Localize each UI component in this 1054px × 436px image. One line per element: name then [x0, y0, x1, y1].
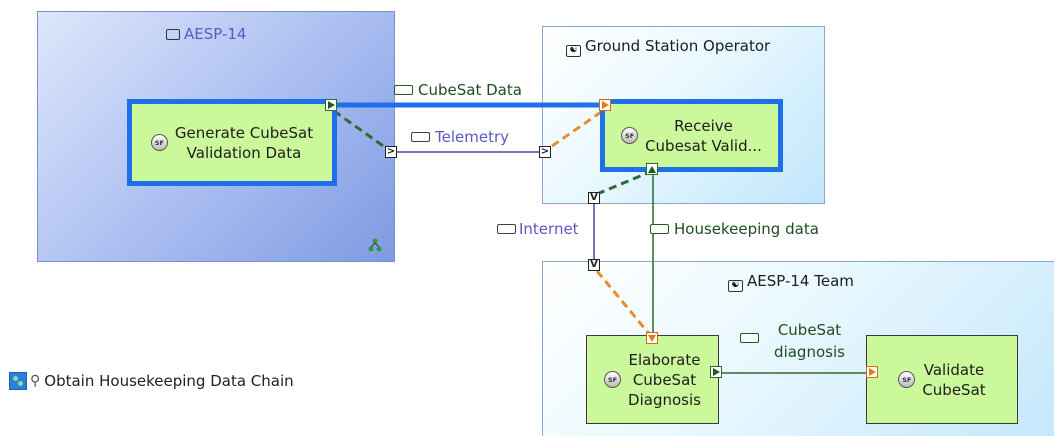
exchange-icon: [497, 224, 516, 234]
function-label: Receive Cubesat Valid...: [645, 116, 762, 155]
port-elaborate-in[interactable]: [646, 332, 658, 344]
port-receive-in[interactable]: [599, 99, 611, 111]
exchange-label-cubesat-data[interactable]: CubeSat Data: [394, 81, 522, 99]
function-label: Generate CubeSat Validation Data: [174, 123, 314, 162]
exchange-label-housekeeping[interactable]: Housekeeping data: [650, 220, 819, 238]
component-icon: [166, 29, 180, 40]
exchange-icon: [740, 333, 759, 343]
exchange-icon: [411, 132, 430, 142]
function-generate-cubesat-validation-data[interactable]: SF Generate CubeSat Validation Data: [127, 99, 337, 186]
aesp-14-title: AESP-14: [166, 25, 246, 43]
actor-icon: ☯: [566, 45, 581, 57]
function-label: Elaborate CubeSat Diagnosis: [628, 350, 701, 409]
dashed-internet-to-receive: [596, 170, 651, 196]
physical-port-aesp-telemetry[interactable]: >: [385, 146, 397, 158]
exchange-label-internet[interactable]: Internet: [497, 220, 579, 238]
physical-port-team-internet[interactable]: V: [588, 259, 600, 271]
function-elaborate-cubesat-diagnosis[interactable]: SF Elaborate CubeSat Diagnosis: [586, 335, 719, 424]
port-receive-out[interactable]: [646, 163, 658, 175]
chain-link-icon: ⚲: [30, 373, 41, 389]
port-generate-out[interactable]: [325, 99, 337, 111]
dashed-internet-to-elaborate: [595, 270, 653, 337]
physical-port-gso-internet[interactable]: V: [588, 192, 600, 204]
dashed-generate-to-telemetry: [333, 109, 387, 150]
function-label: Validate CubeSat: [922, 360, 986, 399]
sf-badge-icon: SF: [621, 127, 639, 144]
physical-port-gso-telemetry[interactable]: >: [539, 146, 551, 158]
legend-label: Obtain Housekeeping Data Chain: [44, 372, 294, 390]
sub-diagram-icon[interactable]: [368, 237, 382, 252]
functional-chain-icon: [9, 372, 27, 390]
exchange-icon: [650, 224, 669, 234]
legend-functional-chain[interactable]: ⚲ Obtain Housekeeping Data Chain: [9, 371, 294, 391]
function-validate-cubesat[interactable]: SF Validate CubeSat: [866, 335, 1018, 424]
port-elaborate-out[interactable]: [710, 366, 722, 378]
function-receive-cubesat-valid[interactable]: SF Receive Cubesat Valid...: [600, 99, 783, 172]
dashed-telemetry-to-receive: [551, 108, 605, 148]
port-validate-in[interactable]: [866, 366, 878, 378]
gso-title: ☯Ground Station Operator: [566, 37, 770, 57]
sf-badge-icon: SF: [898, 371, 916, 388]
exchange-label-telemetry[interactable]: Telemetry: [411, 128, 509, 146]
team-title: ☯AESP-14 Team: [728, 272, 854, 292]
exchange-icon: [394, 85, 413, 95]
actor-icon: ☯: [728, 280, 743, 292]
sf-badge-icon: SF: [150, 134, 168, 151]
sf-badge-icon: SF: [604, 371, 622, 388]
